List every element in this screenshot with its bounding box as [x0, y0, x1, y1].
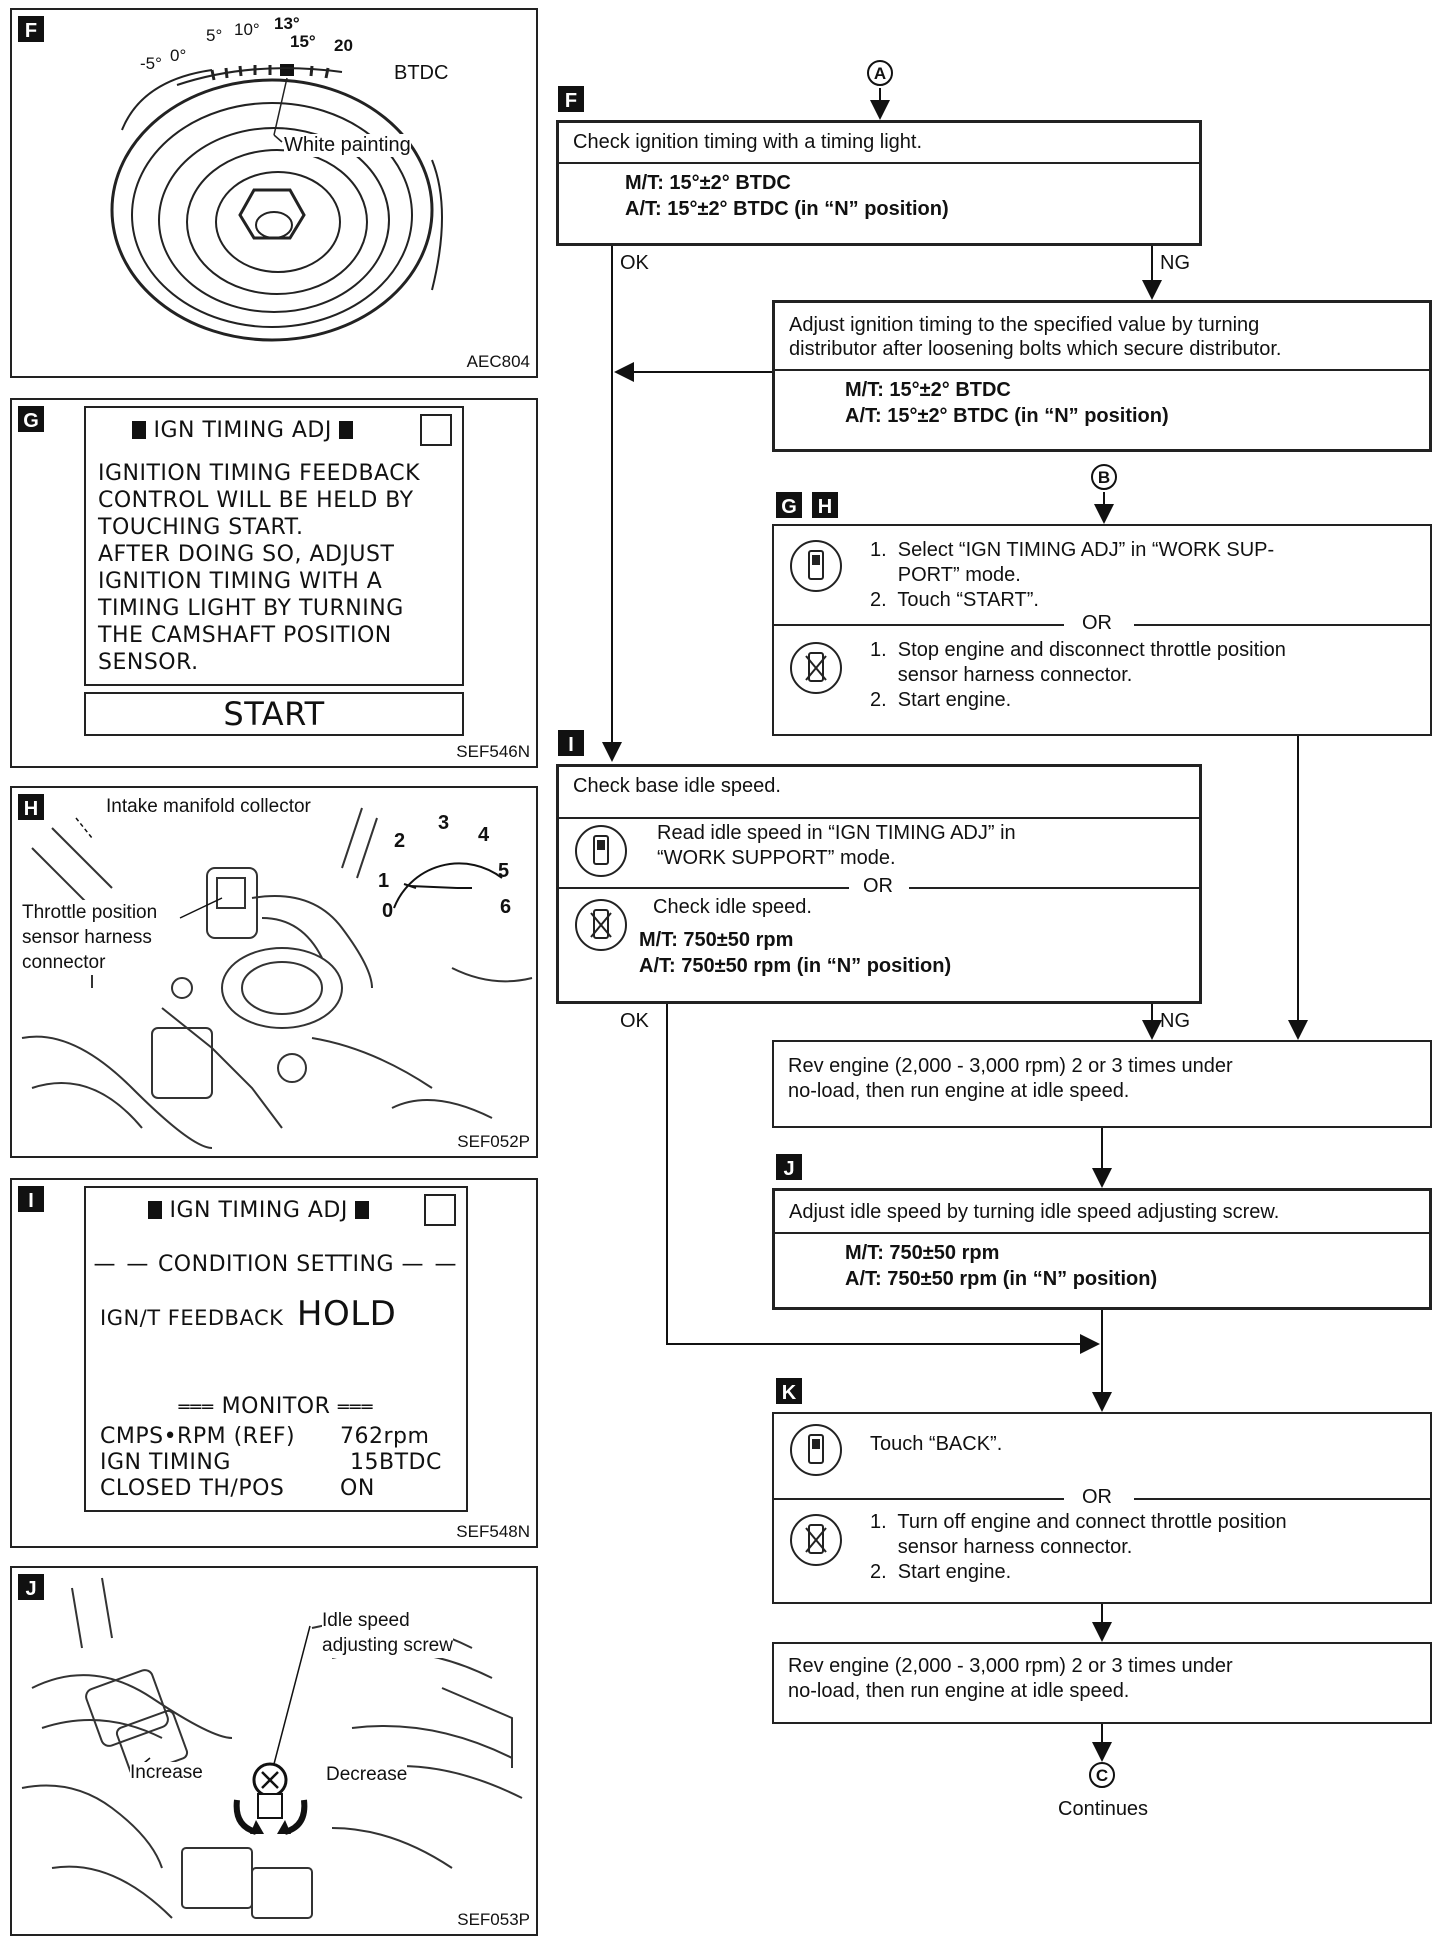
scale-label-15: 15°	[290, 32, 316, 51]
step-k-no-consult-text: 1. Turn off engine and connect throttle …	[870, 1511, 1287, 1583]
scale-label-13: 13°	[274, 14, 300, 33]
adjust-timing-header: Adjust ignition timing to the specified …	[789, 314, 1282, 360]
scale-label-10: 10°	[234, 20, 260, 39]
monitor-heading: ═══ MONITOR ═══	[178, 1394, 374, 1419]
figure-code: AEC804	[466, 352, 530, 371]
ng-label-i: NG	[1160, 1010, 1190, 1032]
step-letter-k: K	[776, 1378, 802, 1404]
no-consult-icon	[575, 899, 627, 951]
or-divider: OR	[774, 1486, 1430, 1508]
idle-screw-illustration	[21, 1577, 523, 1919]
scale-label-0: 0°	[170, 46, 187, 65]
step-j-spec: M/T: 750±50 rpm A/T: 750±50 rpm (in “N” …	[775, 1232, 1429, 1300]
step-f-header: Check ignition timing with a timing ligh…	[573, 131, 923, 153]
start-button[interactable]: START	[84, 692, 464, 736]
crank-pulley-illustration	[110, 64, 443, 342]
connector-a: A	[867, 60, 893, 86]
step-i-no-consult-text: Check idle speed.	[653, 896, 812, 918]
step-f-check-timing: Check ignition timing with a timing ligh…	[556, 120, 1202, 246]
checkbox-icon[interactable]	[424, 1194, 456, 1226]
no-consult-icon	[790, 642, 842, 694]
scale-label-20: 20	[334, 36, 353, 55]
step-letter-f: F	[558, 86, 584, 112]
consult-icon	[790, 1424, 842, 1476]
step-letter-h: H	[812, 492, 838, 518]
step-i-check-idle: Check base idle speed. Read idle speed i…	[556, 764, 1202, 1004]
panel-f-crank-pulley: F -5° 0° 5° 10° 13° 15° 20 BTDC White pa…	[10, 8, 538, 378]
continues-label: Continues	[1058, 1798, 1149, 1820]
rev-engine-box-1: Rev engine (2,000 - 3,000 rpm) 2 or 3 ti…	[772, 1040, 1432, 1128]
gauge-number-5: 5	[498, 860, 510, 882]
increase-label: Increase	[130, 1762, 203, 1784]
step-letter-i: I	[558, 730, 584, 756]
panel-letter: I	[18, 1186, 44, 1212]
condition-setting-heading: — — CONDITION SETTING — —	[93, 1252, 459, 1277]
monitor-screen: IGN TIMING ADJ — — CONDITION SETTING — —…	[84, 1186, 468, 1512]
step-j-header: Adjust idle speed by turning idle speed …	[789, 1201, 1280, 1223]
gauge-number-4: 4	[478, 824, 490, 846]
decrease-label: Decrease	[326, 1764, 408, 1786]
no-consult-icon	[790, 1514, 842, 1566]
step-k-box: Touch “BACK”. OR 1. Turn off engine and …	[772, 1412, 1432, 1604]
ok-label-i: OK	[620, 1010, 649, 1032]
gauge-number-2: 2	[394, 830, 406, 852]
panel-g-consult-screen: G IGN TIMING ADJ IGNITION TIMING FEEDBAC…	[10, 398, 538, 768]
tps-label: Throttle position sensor harness connect…	[22, 900, 158, 975]
panel-h-throttle-sensor: H	[10, 786, 538, 1158]
adjust-timing-box: Adjust ignition timing to the specified …	[772, 300, 1432, 452]
consult-icon	[575, 825, 627, 877]
step-i-consult-text: Read idle speed in “IGN TIMING ADJ” in “…	[657, 822, 1016, 869]
consult-icon	[790, 540, 842, 592]
feedback-row: IGN/T FEEDBACK HOLD	[100, 1294, 397, 1334]
screen-body: IGNITION TIMING FEEDBACK CONTROL WILL BE…	[98, 461, 421, 675]
monitor-row: IGN TIMING 15BTDC	[100, 1450, 442, 1475]
gauge-number-6: 6	[500, 896, 512, 918]
btdc-label: BTDC	[394, 62, 449, 84]
rev-engine-box-2: Rev engine (2,000 - 3,000 rpm) 2 or 3 ti…	[772, 1642, 1432, 1724]
consult-screen: IGN TIMING ADJ IGNITION TIMING FEEDBACK …	[84, 406, 464, 686]
white-painting-label: White painting	[284, 134, 411, 157]
engine-bay-illustration	[21, 807, 533, 1149]
connector-c: C	[1089, 1762, 1115, 1788]
figure-code: SEF546N	[456, 742, 530, 761]
step-gh-box: 1. Select “IGN TIMING ADJ” in “WORK SUP-…	[772, 524, 1432, 736]
scale-label-minus5: -5°	[140, 54, 162, 73]
step-letter-g: G	[776, 492, 802, 518]
panel-letter: H	[18, 794, 44, 820]
step-i-header: Check base idle speed.	[573, 775, 781, 797]
monitor-row: CMPS•RPM (REF) 762rpm	[100, 1424, 430, 1449]
screen-title: IGN TIMING ADJ	[132, 418, 354, 443]
monitor-table: CMPS•RPM (REF) 762rpm IGN TIMING 15BTDC …	[100, 1424, 450, 1502]
or-divider: OR	[559, 875, 1199, 897]
panel-i-consult-monitor: I IGN TIMING ADJ — — CONDITION SETTING —…	[10, 1178, 538, 1548]
step-i-spec: M/T: 750±50 rpm A/T: 750±50 rpm (in “N” …	[639, 929, 952, 977]
intake-manifold-label: Intake manifold collector	[106, 796, 311, 818]
figure-code: SEF548N	[456, 1522, 530, 1541]
step-gh-consult-text: 1. Select “IGN TIMING ADJ” in “WORK SUP-…	[870, 539, 1275, 611]
scale-label-5: 5°	[206, 26, 223, 45]
monitor-row: CLOSED TH/POS ON	[100, 1476, 375, 1501]
panel-letter: J	[18, 1574, 44, 1600]
ok-label-f: OK	[620, 252, 649, 274]
screen-title: IGN TIMING ADJ	[148, 1198, 370, 1223]
gauge-number-1: 1	[378, 870, 390, 892]
gauge-number-0: 0	[382, 900, 394, 922]
or-divider: OR	[774, 612, 1430, 634]
checkbox-icon[interactable]	[420, 414, 452, 446]
connector-b: B	[1091, 464, 1117, 490]
gauge-number-3: 3	[438, 812, 450, 834]
screw-label: Idle speed adjusting screw	[322, 1608, 453, 1658]
figure-code: SEF052P	[457, 1132, 530, 1151]
step-f-spec: M/T: 15°±2° BTDC A/T: 15°±2° BTDC (in “N…	[559, 162, 1199, 230]
panel-letter: F	[18, 16, 44, 42]
step-k-consult-text: Touch “BACK”.	[870, 1433, 1003, 1455]
panel-letter: G	[18, 406, 44, 432]
adjust-timing-spec: M/T: 15°±2° BTDC A/T: 15°±2° BTDC (in “N…	[775, 369, 1429, 437]
panel-j-idle-screw: J Idle speed	[10, 1566, 538, 1936]
step-j-adjust-idle: Adjust idle speed by turning idle speed …	[772, 1188, 1432, 1310]
step-gh-no-consult-text: 1. Stop engine and disconnect throttle p…	[870, 639, 1286, 711]
step-letter-j: J	[776, 1154, 802, 1180]
ng-label-f: NG	[1160, 252, 1190, 274]
